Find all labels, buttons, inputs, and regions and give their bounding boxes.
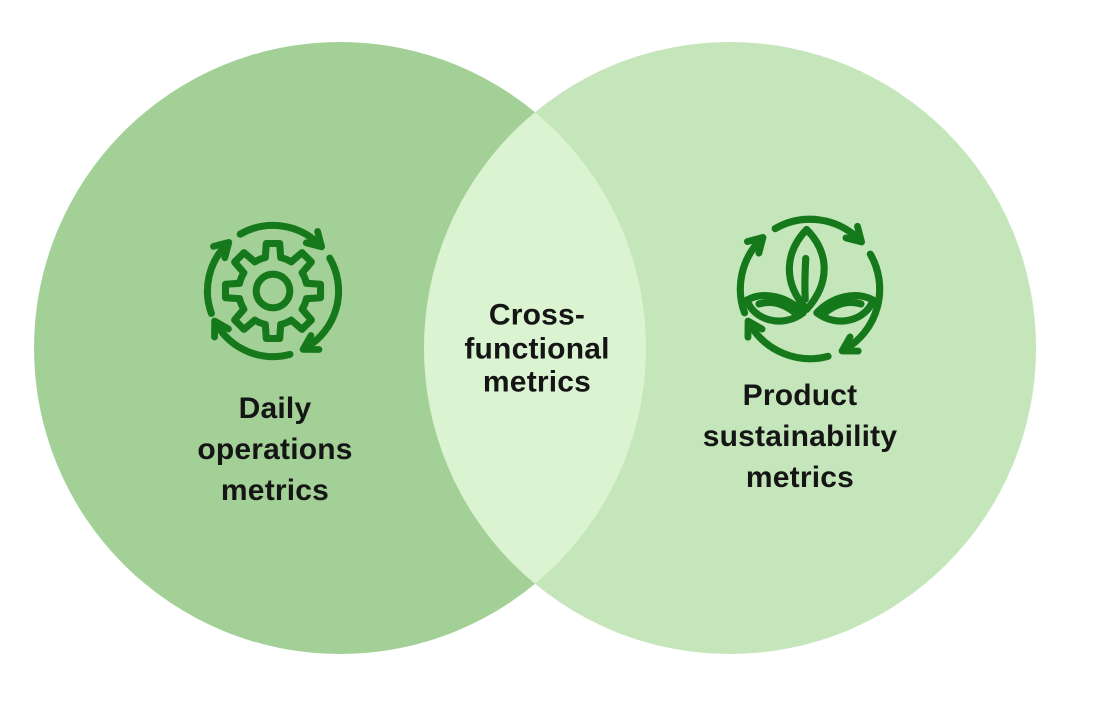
overlap-lens [424, 42, 646, 654]
overlap-label: Cross- functional metrics [464, 298, 610, 399]
leaf-right-icon [813, 292, 877, 325]
leaf-left-vein-icon [755, 298, 802, 319]
cycle-arrow-top-icon [236, 221, 326, 251]
gear-cycle-icon [203, 221, 343, 361]
cycle-arrow-bottom-icon [211, 317, 294, 361]
cycle-arrow-top-icon [771, 215, 866, 246]
cycle-arrow-bottom-icon [744, 317, 832, 363]
gear-icon [221, 239, 325, 343]
cycle-arrow-right-icon [299, 254, 343, 353]
plant-cycle-icon [736, 215, 884, 363]
cycle-arrow-right-icon [838, 250, 884, 355]
leaf-center-vein-icon [801, 254, 810, 303]
left-circle-label: Daily operations metrics [197, 391, 353, 507]
leaf-center-icon [785, 225, 828, 313]
gear-hub-icon [252, 270, 294, 312]
cycle-arrow-left-icon [203, 238, 233, 317]
leaf-right-vein-icon [818, 298, 865, 319]
cycle-arrow-left-icon [736, 233, 767, 317]
leaf-left-icon [743, 292, 807, 325]
right-circle-label: Product sustainability metrics [702, 378, 898, 494]
